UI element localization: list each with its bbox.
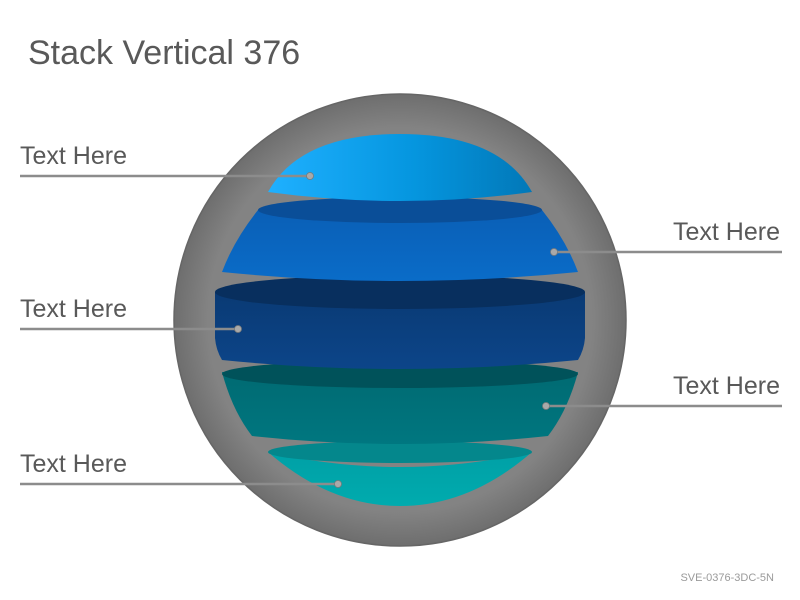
sphere-slice-1 <box>268 134 532 201</box>
anchor-dot-2 <box>550 248 558 256</box>
anchor-dot-4 <box>542 402 550 410</box>
anchor-dot-3 <box>234 325 242 333</box>
leader-lines <box>20 174 782 486</box>
layer-label-2: Text Here <box>673 218 780 246</box>
sphere-slice-4 <box>222 360 578 444</box>
layer-label-3: Text Here <box>20 295 127 323</box>
sphere-slice-5 <box>268 441 532 506</box>
layer-label-4: Text Here <box>673 372 780 400</box>
anchor-dot-1 <box>306 172 314 180</box>
slide-code: SVE-0376-3DC-5N <box>680 572 774 584</box>
anchor-dots <box>234 172 558 488</box>
sphere-slice-2 <box>222 197 578 281</box>
sphere-slice-3 <box>215 275 585 369</box>
anchor-dot-5 <box>334 480 342 488</box>
layer-label-5: Text Here <box>20 450 127 478</box>
page-title: Stack Vertical 376 <box>28 34 301 72</box>
layer-label-1: Text Here <box>20 142 127 170</box>
